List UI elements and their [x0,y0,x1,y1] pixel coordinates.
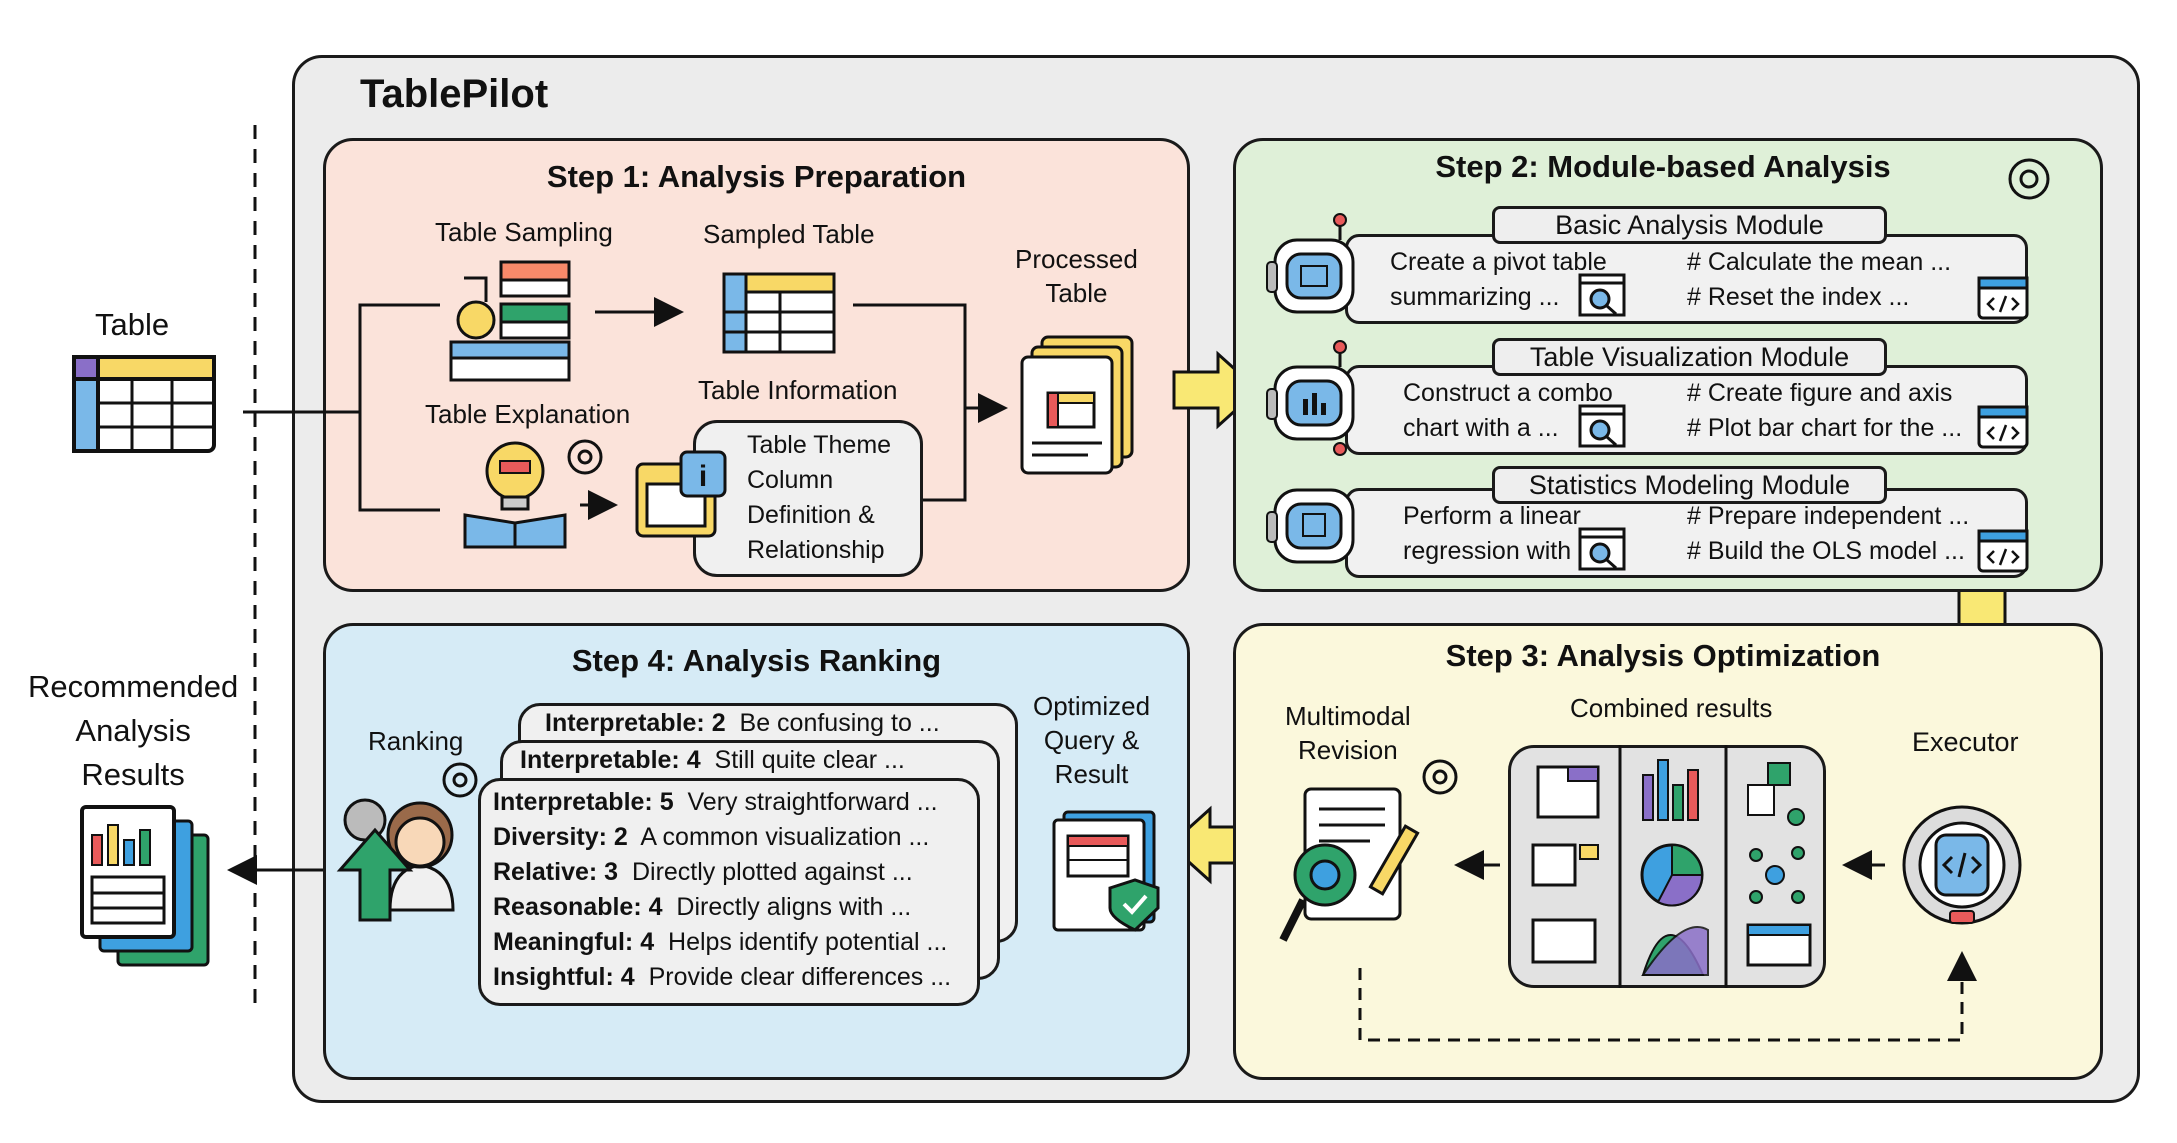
sampled-table-label: Sampled Table [703,219,875,249]
executor-label: Executor [1912,727,2019,757]
module-box-basic [1345,234,2028,324]
robot-icon-basic [1266,213,1355,314]
module-title-visualization: Table Visualization Module [1492,338,1887,376]
ranking-person-icon [336,798,455,922]
module-box-visualization [1345,365,2028,455]
lightbulb-icon [463,441,567,549]
rank-front-line-6: Insightful: 4 Provide clear differences … [493,963,952,991]
table-information-text: Table Theme Column Definition & Relation… [747,431,892,564]
combined-results-grid [1531,745,1812,988]
rank-back2-line: Interpretable: 2 Be confusing to ... [545,709,940,737]
table-information-box [693,420,923,577]
robot-icon-visualization [1266,340,1355,456]
search-doc-icon-visualization [1578,404,1626,448]
results-report-icon [80,805,210,967]
step1-title: Step 1: Analysis Preparation [546,159,967,194]
module-code-visualization: # Create figure and axis# Plot bar chart… [1687,379,1963,442]
optimized-label: Optimized Query & Result [1033,691,1151,789]
processed-table-icon [1020,335,1134,475]
module-title-basic: Basic Analysis Module [1492,206,1887,244]
ranking-label: Ranking [368,726,464,756]
table-sampling-icon [449,260,571,382]
module-code-statistics: # Prepare independent ...# Build the OLS… [1687,502,1970,565]
magnifier-report-icon [1279,787,1420,942]
gpt-logo-icon-step4 [442,762,478,798]
module-code-basic: # Calculate the mean ...# Reset the inde… [1687,248,1952,311]
table-sampling-label: Table Sampling [435,217,613,247]
table-explanation-label: Table Explanation [425,399,631,429]
step4-title: Step 4: Analysis Ranking [571,643,942,678]
output-label: Recommended Analysis Results [28,669,239,792]
sampled-table-icon [722,272,836,354]
input-table-icon [72,355,216,453]
gpt-logo-icon-step2 [2008,158,2050,200]
info-window-icon: i [635,450,727,538]
input-table-label: Table [95,307,170,342]
svg-text:i: i [699,460,707,493]
tablepilot-title: TablePilot [360,72,549,116]
optimized-result-icon [1052,810,1160,932]
rank-front-line-5: Meaningful: 4 Helps identify potential .… [493,928,948,956]
rank-front-line-3: Relative: 3 Directly plotted against ... [493,858,913,886]
code-icon-basic [1977,276,2029,320]
rank-front-line-4: Reasonable: 4 Directly aligns with ... [493,893,912,921]
rank-back1-line: Interpretable: 4 Still quite clear ... [520,746,905,774]
multimodal-revision-label: Multimodal Revision [1285,701,1411,765]
table-information-label: Table Information [698,375,898,405]
code-icon-statistics [1977,529,2029,573]
rank-front-line-2: Diversity: 2 A common visualization ... [493,823,930,851]
combined-results-label: Combined results [1570,693,1773,723]
search-doc-icon-basic [1578,273,1626,317]
rank-front-line-1: Interpretable: 5 Very straightforward ..… [493,788,938,816]
executor-gear-icon [1902,805,2022,925]
search-doc-icon-statistics [1578,527,1626,571]
code-icon-visualization [1977,405,2029,449]
step3-title: Step 3: Analysis Optimization [1445,638,1881,673]
rank-card-front [478,778,980,1006]
processed-table-label: Processed Table [1015,244,1138,308]
gpt-logo-icon-step3 [1422,759,1458,795]
module-title-statistics: Statistics Modeling Module [1492,466,1887,504]
robot-icon-statistics [1266,488,1355,564]
step2-title: Step 2: Module-based Analysis [1435,149,1891,184]
gpt-logo-icon [567,439,603,475]
